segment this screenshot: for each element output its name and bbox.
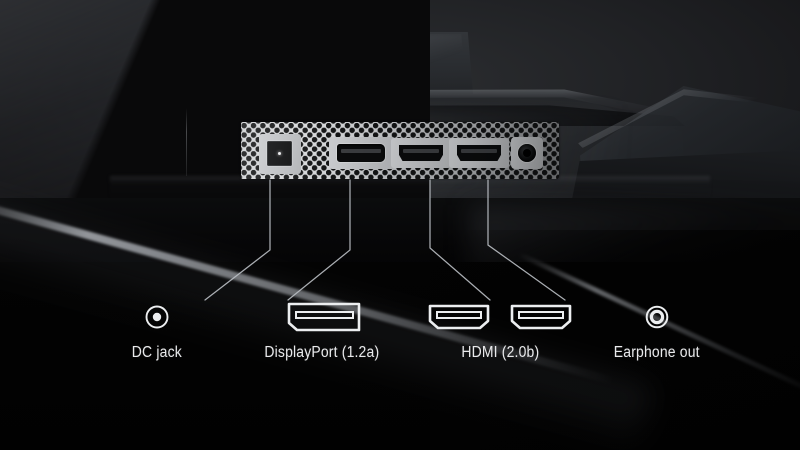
dc-power-jack-port[interactable] (267, 141, 292, 166)
hdmi-label: HDMI (2.0b) (461, 344, 539, 361)
hdmi-port-1[interactable] (399, 145, 443, 161)
hdmi-port-2[interactable] (457, 145, 501, 161)
displayport-label: DisplayPort (1.2a) (264, 344, 380, 361)
dc-jack-label: DC jack (131, 344, 183, 361)
displayport-port[interactable] (337, 144, 385, 162)
chassis-seam-line (186, 108, 187, 176)
port-plate-shading (241, 122, 559, 179)
legend-item-earphone-out[interactable]: Earphone out (557, 300, 757, 362)
earphone-out-label: Earphone out (614, 344, 700, 361)
earphone-out-icon (643, 300, 671, 334)
legend-item-hdmi[interactable]: HDMI (2.0b) (400, 300, 600, 362)
legend-item-dc-jack[interactable]: DC jack (57, 300, 257, 362)
port-legend: DC jack DisplayPort (1.2a) (0, 300, 800, 400)
dc-power-jack-icon (143, 300, 171, 334)
audio-jack-port[interactable] (518, 144, 536, 162)
displayport-icon (281, 300, 363, 334)
legend-item-displayport[interactable]: DisplayPort (1.2a) (222, 300, 422, 362)
rear-port-plate (241, 122, 559, 179)
hdmi-icon (426, 300, 574, 334)
